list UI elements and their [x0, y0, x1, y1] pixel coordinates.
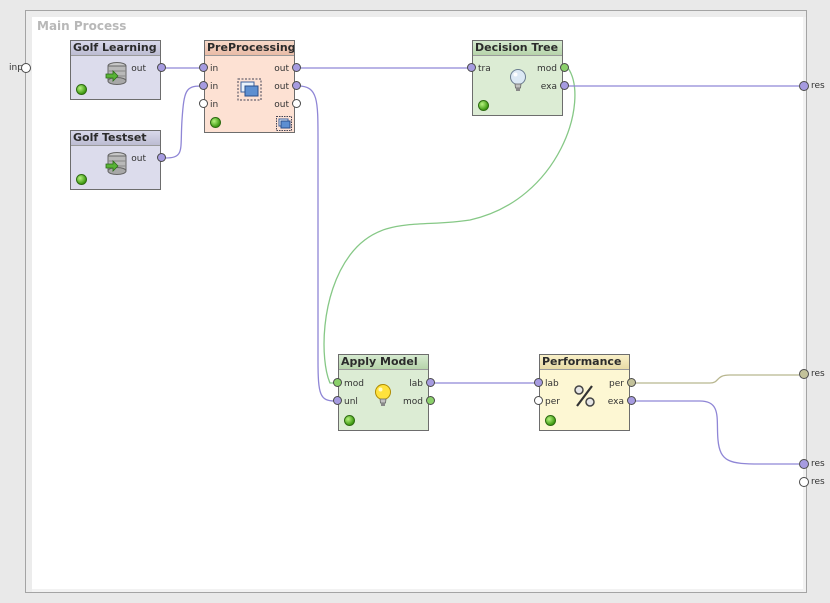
- port-label-exa: exa: [540, 82, 557, 92]
- lightbulb-on-icon: [375, 384, 391, 406]
- database-retrieve-icon: [105, 62, 127, 85]
- process-result-label-3: res: [811, 459, 825, 469]
- preprocessing-out-port-3[interactable]: [292, 99, 301, 108]
- port-label-out-3: out: [274, 100, 289, 110]
- preprocessing-out-port-2[interactable]: [292, 81, 301, 90]
- port-label-tra: tra: [478, 64, 491, 74]
- operator-title: Performance: [540, 355, 629, 370]
- apply-model-in-port-mod[interactable]: [333, 378, 342, 387]
- process-result-port-4[interactable]: [799, 477, 809, 487]
- preprocessing-in-port-1[interactable]: [199, 63, 208, 72]
- operator-title: PreProcessing: [205, 41, 294, 56]
- apply-model-out-port-lab[interactable]: [426, 378, 435, 387]
- process-result-label-2: res: [811, 369, 825, 379]
- operator-decision-tree[interactable]: Decision Tree tra mod exa: [472, 40, 563, 116]
- port-label-out-2: out: [274, 82, 289, 92]
- performance-out-port-exa[interactable]: [627, 396, 636, 405]
- operator-golf-testset[interactable]: Golf Testset out: [70, 130, 161, 190]
- port-label-mod: mod: [537, 64, 557, 74]
- subprocess-small-icon: [276, 116, 292, 131]
- golf-testset-out-port[interactable]: [157, 153, 166, 162]
- percent-icon: [574, 385, 595, 407]
- process-result-label-1: res: [811, 81, 825, 91]
- decision-tree-in-port-tra[interactable]: [467, 63, 476, 72]
- decision-tree-out-port-exa[interactable]: [560, 81, 569, 90]
- status-indicator-icon: [76, 174, 87, 185]
- operator-title: Golf Learning ...: [71, 41, 160, 56]
- port-label-in-3: in: [210, 100, 219, 110]
- process-input-port[interactable]: [21, 63, 31, 73]
- port-label-mod-out: mod: [403, 397, 423, 407]
- apply-model-in-port-unl[interactable]: [333, 396, 342, 405]
- decision-tree-out-port-mod[interactable]: [560, 63, 569, 72]
- preprocessing-in-port-3[interactable]: [199, 99, 208, 108]
- port-label-out: out: [131, 154, 146, 164]
- lightbulb-icon: [510, 69, 526, 91]
- port-label-out: out: [131, 64, 146, 74]
- port-label-lab: lab: [409, 379, 423, 389]
- preprocessing-out-port-1[interactable]: [292, 63, 301, 72]
- golf-learning-out-port[interactable]: [157, 63, 166, 72]
- status-indicator-icon: [76, 84, 87, 95]
- operator-performance[interactable]: Performance lab per per exa: [539, 354, 630, 431]
- performance-out-port-per[interactable]: [627, 378, 636, 387]
- port-label-in-2: in: [210, 82, 219, 92]
- performance-in-port-per[interactable]: [534, 396, 543, 405]
- process-result-port-2[interactable]: [799, 369, 809, 379]
- process-title: Main Process: [37, 19, 127, 33]
- operator-golf-learning[interactable]: Golf Learning ... out: [70, 40, 161, 100]
- port-label-exa: exa: [607, 397, 624, 407]
- process-result-label-4: res: [811, 477, 825, 487]
- performance-in-port-lab[interactable]: [534, 378, 543, 387]
- process-input-label: inp: [9, 63, 23, 73]
- operator-title: Apply Model: [339, 355, 428, 370]
- operator-apply-model[interactable]: Apply Model mod unl lab mod: [338, 354, 429, 431]
- process-result-port-3[interactable]: [799, 459, 809, 469]
- port-label-unl: unl: [344, 397, 358, 407]
- operator-title: Golf Testset: [71, 131, 160, 146]
- database-retrieve-icon: [105, 152, 127, 175]
- status-indicator-icon: [210, 117, 221, 128]
- port-label-mod: mod: [344, 379, 364, 389]
- operator-preprocessing[interactable]: PreProcessing in in in out out out: [204, 40, 295, 133]
- status-indicator-icon: [478, 100, 489, 111]
- apply-model-out-port-mod[interactable]: [426, 396, 435, 405]
- port-label-per-out: per: [609, 379, 624, 389]
- port-label-lab: lab: [545, 379, 559, 389]
- status-indicator-icon: [344, 415, 355, 426]
- port-label-per-in: per: [545, 397, 560, 407]
- port-label-out-1: out: [274, 64, 289, 74]
- preprocessing-in-port-2[interactable]: [199, 81, 208, 90]
- port-label-in-1: in: [210, 64, 219, 74]
- operator-title: Decision Tree: [473, 41, 562, 56]
- process-result-port-1[interactable]: [799, 81, 809, 91]
- subprocess-icon: [237, 78, 262, 101]
- status-indicator-icon: [545, 415, 556, 426]
